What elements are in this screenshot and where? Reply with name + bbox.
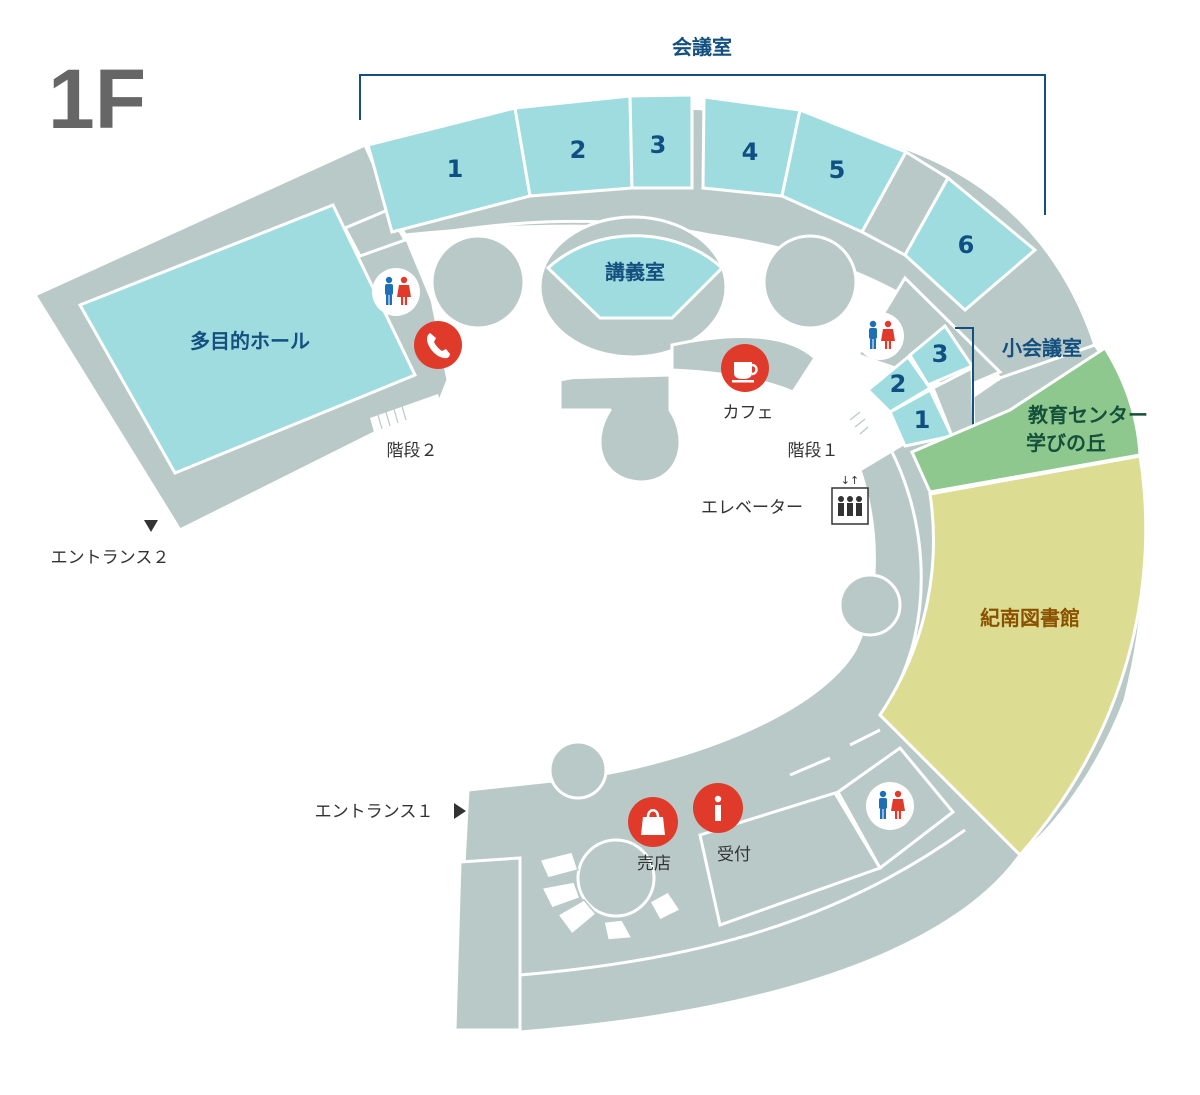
small-conference-label: 小会議室 [1002,336,1082,360]
coffee-cup-icon [721,344,769,392]
svg-text:↓↑: ↓↑ [841,474,859,487]
small-conference-room-1-number: 1 [914,406,931,434]
restroom-icon [372,268,420,316]
entrance-2-marker[interactable]: エントランス２ [51,520,170,568]
small-conference-room-2-number: 2 [890,370,907,398]
education-center[interactable]: 教育センター 学びの丘 [910,345,1148,494]
conference-room-3-number: 3 [650,131,667,159]
conference-bracket [359,74,1046,215]
shop-booth[interactable] [538,838,682,941]
education-center-label-line2: 学びの丘 [1026,431,1106,455]
conference-room-4-number: 4 [742,138,759,166]
restroom-icon [866,782,914,830]
shop-label: 売店 [637,854,671,874]
shopping-bag-icon [628,797,678,847]
lecture-room[interactable] [545,234,725,320]
multipurpose-hall[interactable]: 多目的ホール [77,203,418,475]
entrance-1-arrow-icon [454,803,466,819]
round-pillar-east [762,234,858,330]
stairs-1-label: 階段１ [788,441,839,461]
education-center-label-line1: 教育センター [1028,403,1148,427]
entrance-1-marker[interactable]: エントランス１ [315,802,466,822]
elevator-icon: ↓↑ [831,474,869,525]
stairs-2-label: 階段２ [387,441,438,461]
reception-label: 受付 [717,845,751,865]
entrance-2-label: エントランス２ [51,548,170,568]
lecture-area: 講義室 [430,215,858,359]
floor-label: 1F [48,52,146,146]
conference-room-6[interactable] [903,175,1038,313]
conference-room-1-number: 1 [447,155,464,183]
lecture-room-label: 講義室 [605,260,665,284]
conference-room-numbers: 1 2 3 4 5 6 [447,131,975,259]
restroom-icon [856,312,904,360]
conference-group-label: 会議室 [672,35,732,59]
library-label: 紀南図書館 [980,606,1080,630]
conference-rooms [366,93,1038,313]
small-conference-room-3-number: 3 [932,340,949,368]
conference-room-5-number: 5 [829,156,846,184]
multipurpose-hall-label: 多目的ホール [190,329,310,353]
stairs-1[interactable] [820,384,870,446]
entrance-2-arrow-icon [144,520,158,532]
small-conference-rooms [855,275,1003,448]
conference-room-6-number: 6 [958,231,975,259]
library[interactable]: 紀南図書館 [878,454,1148,858]
stairs-2[interactable] [370,394,442,432]
elevator-label: エレベーター [701,498,803,518]
round-pillar-west [430,234,526,330]
conference-room-dividers [514,95,801,197]
small-conference-room-2[interactable] [865,354,933,414]
conference-room-3[interactable] [628,93,694,190]
small-conference-numbers: 3 2 1 [890,340,949,434]
information-icon [693,783,743,833]
cafe-label: カフェ [723,403,774,423]
conference-room-2-number: 2 [570,136,587,164]
phone-icon [414,321,462,369]
entrance-1-label: エントランス１ [315,802,434,822]
entrance-side-room [453,856,522,1032]
